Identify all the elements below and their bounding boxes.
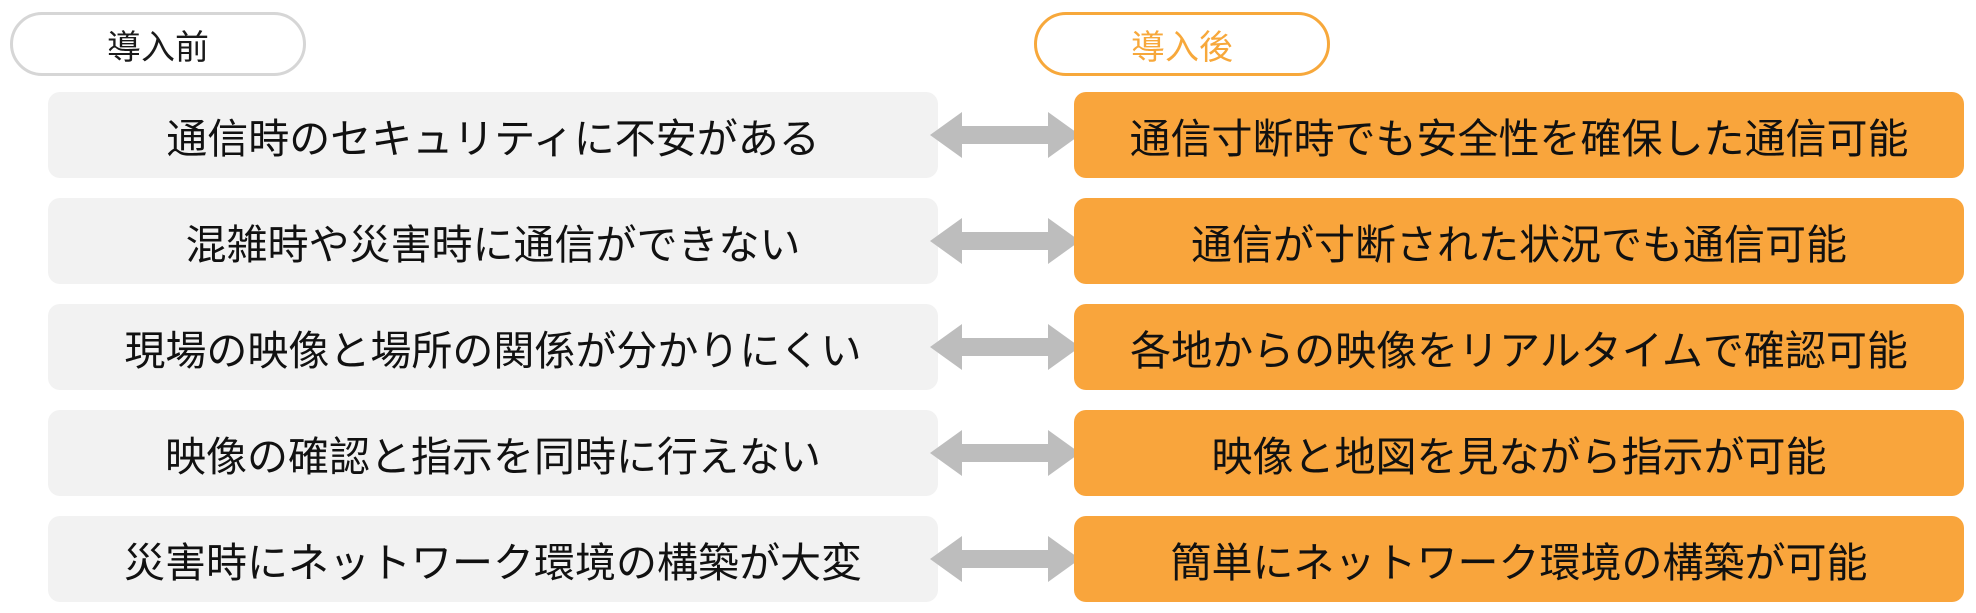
before-text: 現場の映像と場所の関係が分かりにくい — [124, 327, 862, 375]
before-text: 映像の確認と指示を同時に行えない — [165, 433, 821, 481]
comparison-row: 混雑時や災害時に通信ができない 通信が寸断された状況でも通信可能 — [0, 198, 1976, 284]
before-box: 混雑時や災害時に通信ができない — [48, 198, 938, 284]
after-text: 簡単にネットワーク環境の構築が可能 — [1170, 539, 1868, 587]
before-label-pill: 導入前 — [10, 12, 306, 76]
before-box: 映像の確認と指示を同時に行えない — [48, 410, 938, 496]
double-arrow-icon — [930, 112, 1080, 158]
after-box: 映像と地図を見ながら指示が可能 — [1074, 410, 1964, 496]
before-box: 災害時にネットワーク環境の構築が大変 — [48, 516, 938, 602]
after-label: 導入後 — [1131, 27, 1233, 68]
comparison-row: 災害時にネットワーク環境の構築が大変 簡単にネットワーク環境の構築が可能 — [0, 516, 1976, 602]
before-box: 通信時のセキュリティに不安がある — [48, 92, 938, 178]
after-box: 通信が寸断された状況でも通信可能 — [1074, 198, 1964, 284]
double-arrow-icon — [930, 430, 1080, 476]
after-text: 映像と地図を見ながら指示が可能 — [1211, 433, 1827, 481]
before-label: 導入前 — [107, 27, 209, 68]
before-text: 混雑時や災害時に通信ができない — [185, 221, 801, 269]
after-box: 簡単にネットワーク環境の構築が可能 — [1074, 516, 1964, 602]
after-box: 各地からの映像をリアルタイムで確認可能 — [1074, 304, 1964, 390]
after-text: 各地からの映像をリアルタイムで確認可能 — [1130, 327, 1908, 375]
comparison-row: 映像の確認と指示を同時に行えない 映像と地図を見ながら指示が可能 — [0, 410, 1976, 496]
before-text: 通信時のセキュリティに不安がある — [166, 115, 820, 163]
double-arrow-icon — [930, 536, 1080, 582]
after-text: 通信寸断時でも安全性を確保した通信可能 — [1129, 115, 1909, 163]
double-arrow-icon — [930, 218, 1080, 264]
before-box: 現場の映像と場所の関係が分かりにくい — [48, 304, 938, 390]
comparison-row: 通信時のセキュリティに不安がある 通信寸断時でも安全性を確保した通信可能 — [0, 92, 1976, 178]
before-text: 災害時にネットワーク環境の構築が大変 — [124, 539, 862, 587]
comparison-row: 現場の映像と場所の関係が分かりにくい 各地からの映像をリアルタイムで確認可能 — [0, 304, 1976, 390]
after-text: 通信が寸断された状況でも通信可能 — [1191, 221, 1847, 269]
double-arrow-icon — [930, 324, 1080, 370]
after-box: 通信寸断時でも安全性を確保した通信可能 — [1074, 92, 1964, 178]
after-label-pill: 導入後 — [1034, 12, 1330, 76]
